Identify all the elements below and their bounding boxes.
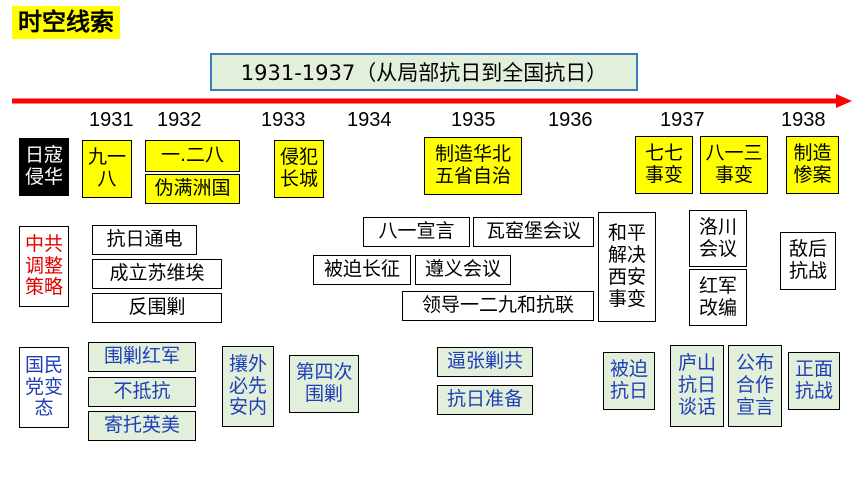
event-hongjun-gaibian: 红军 改编 [689, 269, 747, 326]
event-beipo-changzheng: 被迫长征 [313, 255, 411, 285]
year-1935: 1935 [451, 109, 496, 131]
event-yierba: 一.二八 [145, 140, 240, 172]
event-dihou-kangzhan: 敌后 抗战 [780, 232, 836, 290]
event-hezuo-xuanyan: 公布 合作 宣言 [728, 345, 782, 427]
event-bayi-xuanyan: 八一宣言 [363, 217, 470, 247]
event-rangwai-annei: 攘外 必先 安内 [222, 346, 274, 427]
event-chengli-suweiai: 成立苏维埃 [92, 259, 222, 289]
event-jiuyiba: 九一 八 [82, 140, 132, 198]
year-1931: 1931 [89, 109, 134, 131]
year-1937: 1937 [660, 109, 705, 131]
event-zhengmian-kangzhan: 正面 抗战 [788, 352, 840, 410]
row-label-ccp: 中共 调整 策略 [19, 226, 69, 307]
row-label-japan: 日寇 侵华 [19, 138, 69, 196]
event-bayisan-shibian: 八一三 事变 [700, 136, 768, 194]
year-1934: 1934 [347, 109, 392, 131]
year-1932: 1932 [157, 109, 202, 131]
event-kangri-tongdian: 抗日通电 [92, 225, 197, 255]
period-banner: 1931-1937（从局部抗日到全国抗日） [210, 53, 638, 91]
page-title: 时空线索 [12, 6, 120, 39]
event-fanweijiao: 反围剿 [92, 293, 222, 323]
event-kangri-zhunbei: 抗日准备 [437, 385, 533, 415]
event-weimanzhouguo: 伪满洲国 [145, 174, 240, 204]
event-jituo-yingmei: 寄托英美 [88, 411, 196, 441]
year-1936: 1936 [548, 109, 593, 131]
event-weijiao-hongjun: 围剿红军 [88, 342, 196, 372]
event-luochuan-huiyi: 洛川 会议 [689, 210, 747, 267]
event-wayaobao-huiyi: 瓦窑堡会议 [473, 217, 594, 247]
event-disici-weijiao: 第四次 围剿 [289, 355, 359, 413]
event-xian-shibian: 和平 解决 西安 事变 [598, 212, 656, 322]
event-zunyi-huiyi: 遵义会议 [415, 255, 511, 285]
timeline-arrow [12, 94, 852, 108]
event-qiqi-shibian: 七七 事变 [635, 136, 693, 194]
event-zhizao-canan: 制造 惨案 [786, 136, 839, 194]
event-huabei-zizhi: 制造华北 五省自治 [424, 137, 522, 195]
event-lushan-tanhua: 庐山 抗日 谈话 [670, 345, 724, 427]
event-budikang: 不抵抗 [88, 377, 196, 407]
event-qinfan-changcheng: 侵犯 长城 [274, 140, 324, 198]
timeline-arrowhead [836, 94, 852, 108]
event-bizhang-jiaogong: 逼张剿共 [437, 347, 533, 377]
event-beipo-kangri: 被迫 抗日 [603, 352, 655, 410]
year-1933: 1933 [261, 109, 306, 131]
row-label-kmt: 国民 党变 态 [19, 347, 69, 428]
event-yierjiu-kanglian: 领导一二九和抗联 [402, 291, 594, 321]
year-1938: 1938 [781, 109, 826, 131]
